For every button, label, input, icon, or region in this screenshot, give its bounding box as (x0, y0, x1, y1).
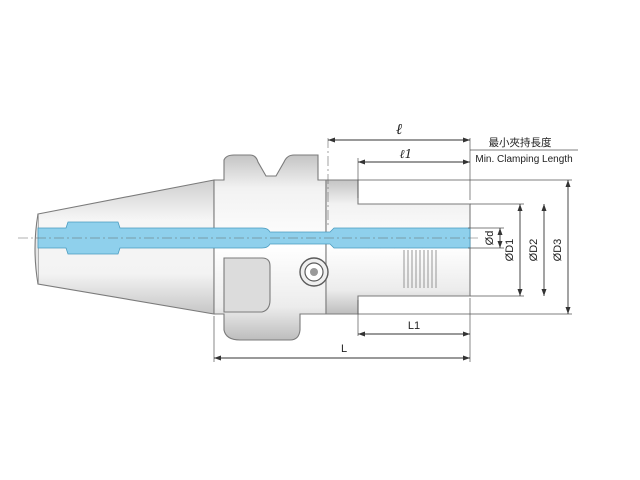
dim-L1 (358, 331, 470, 337)
extension-lines (213, 138, 572, 362)
side-slot (223, 257, 271, 313)
pull-stud-end (34, 213, 39, 285)
label-L1: L1 (408, 320, 420, 332)
label-min-clamp-en: Min. Clamping Length (475, 154, 572, 165)
label-D2: ØD2 (528, 239, 540, 262)
dim-ell (328, 137, 470, 143)
label-ell: ℓ (396, 120, 402, 138)
dim-L (214, 355, 470, 361)
label-d: Ød (484, 231, 496, 246)
label-ell1: ℓ1 (400, 147, 413, 161)
dim-D1 (517, 204, 523, 296)
dim-D2 (541, 204, 547, 296)
hex-socket-screw-icon (299, 257, 329, 287)
label-D3: ØD3 (552, 239, 564, 262)
dim-ell1 (358, 159, 470, 165)
dim-D3 (565, 180, 571, 314)
label-D1: ØD1 (504, 239, 516, 262)
dim-d (497, 228, 503, 248)
thread-rings (403, 250, 437, 288)
label-min-clamp-cn: 最小夾持長度 (489, 136, 552, 149)
label-L: L (341, 343, 347, 355)
